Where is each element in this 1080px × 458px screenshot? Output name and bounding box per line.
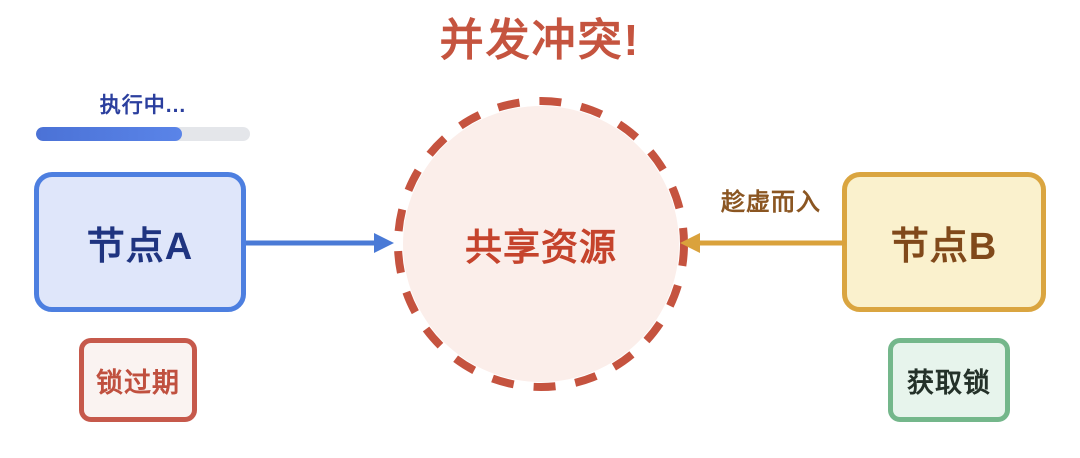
node-b-box[interactable]: 节点B [842,172,1046,312]
arrow-node-a-to-resource [246,233,394,253]
badge-acquire-lock: 获取锁 [888,338,1010,422]
page-title: 并发冲突! [439,16,641,65]
node-a-box[interactable]: 节点A [34,172,246,312]
progress-bar-track [36,127,250,141]
shared-resource-node: 共享资源 [393,96,689,392]
badge-lock-expired: 锁过期 [79,338,197,422]
shared-resource-label: 共享资源 [465,227,617,268]
arrow-node-b-to-resource [680,233,846,253]
progress-group: 执行中... [36,92,250,141]
progress-bar-fill [36,127,182,141]
arrow-node-b-label: 趁虚而入 [721,189,821,216]
progress-label: 执行中... [99,94,187,117]
